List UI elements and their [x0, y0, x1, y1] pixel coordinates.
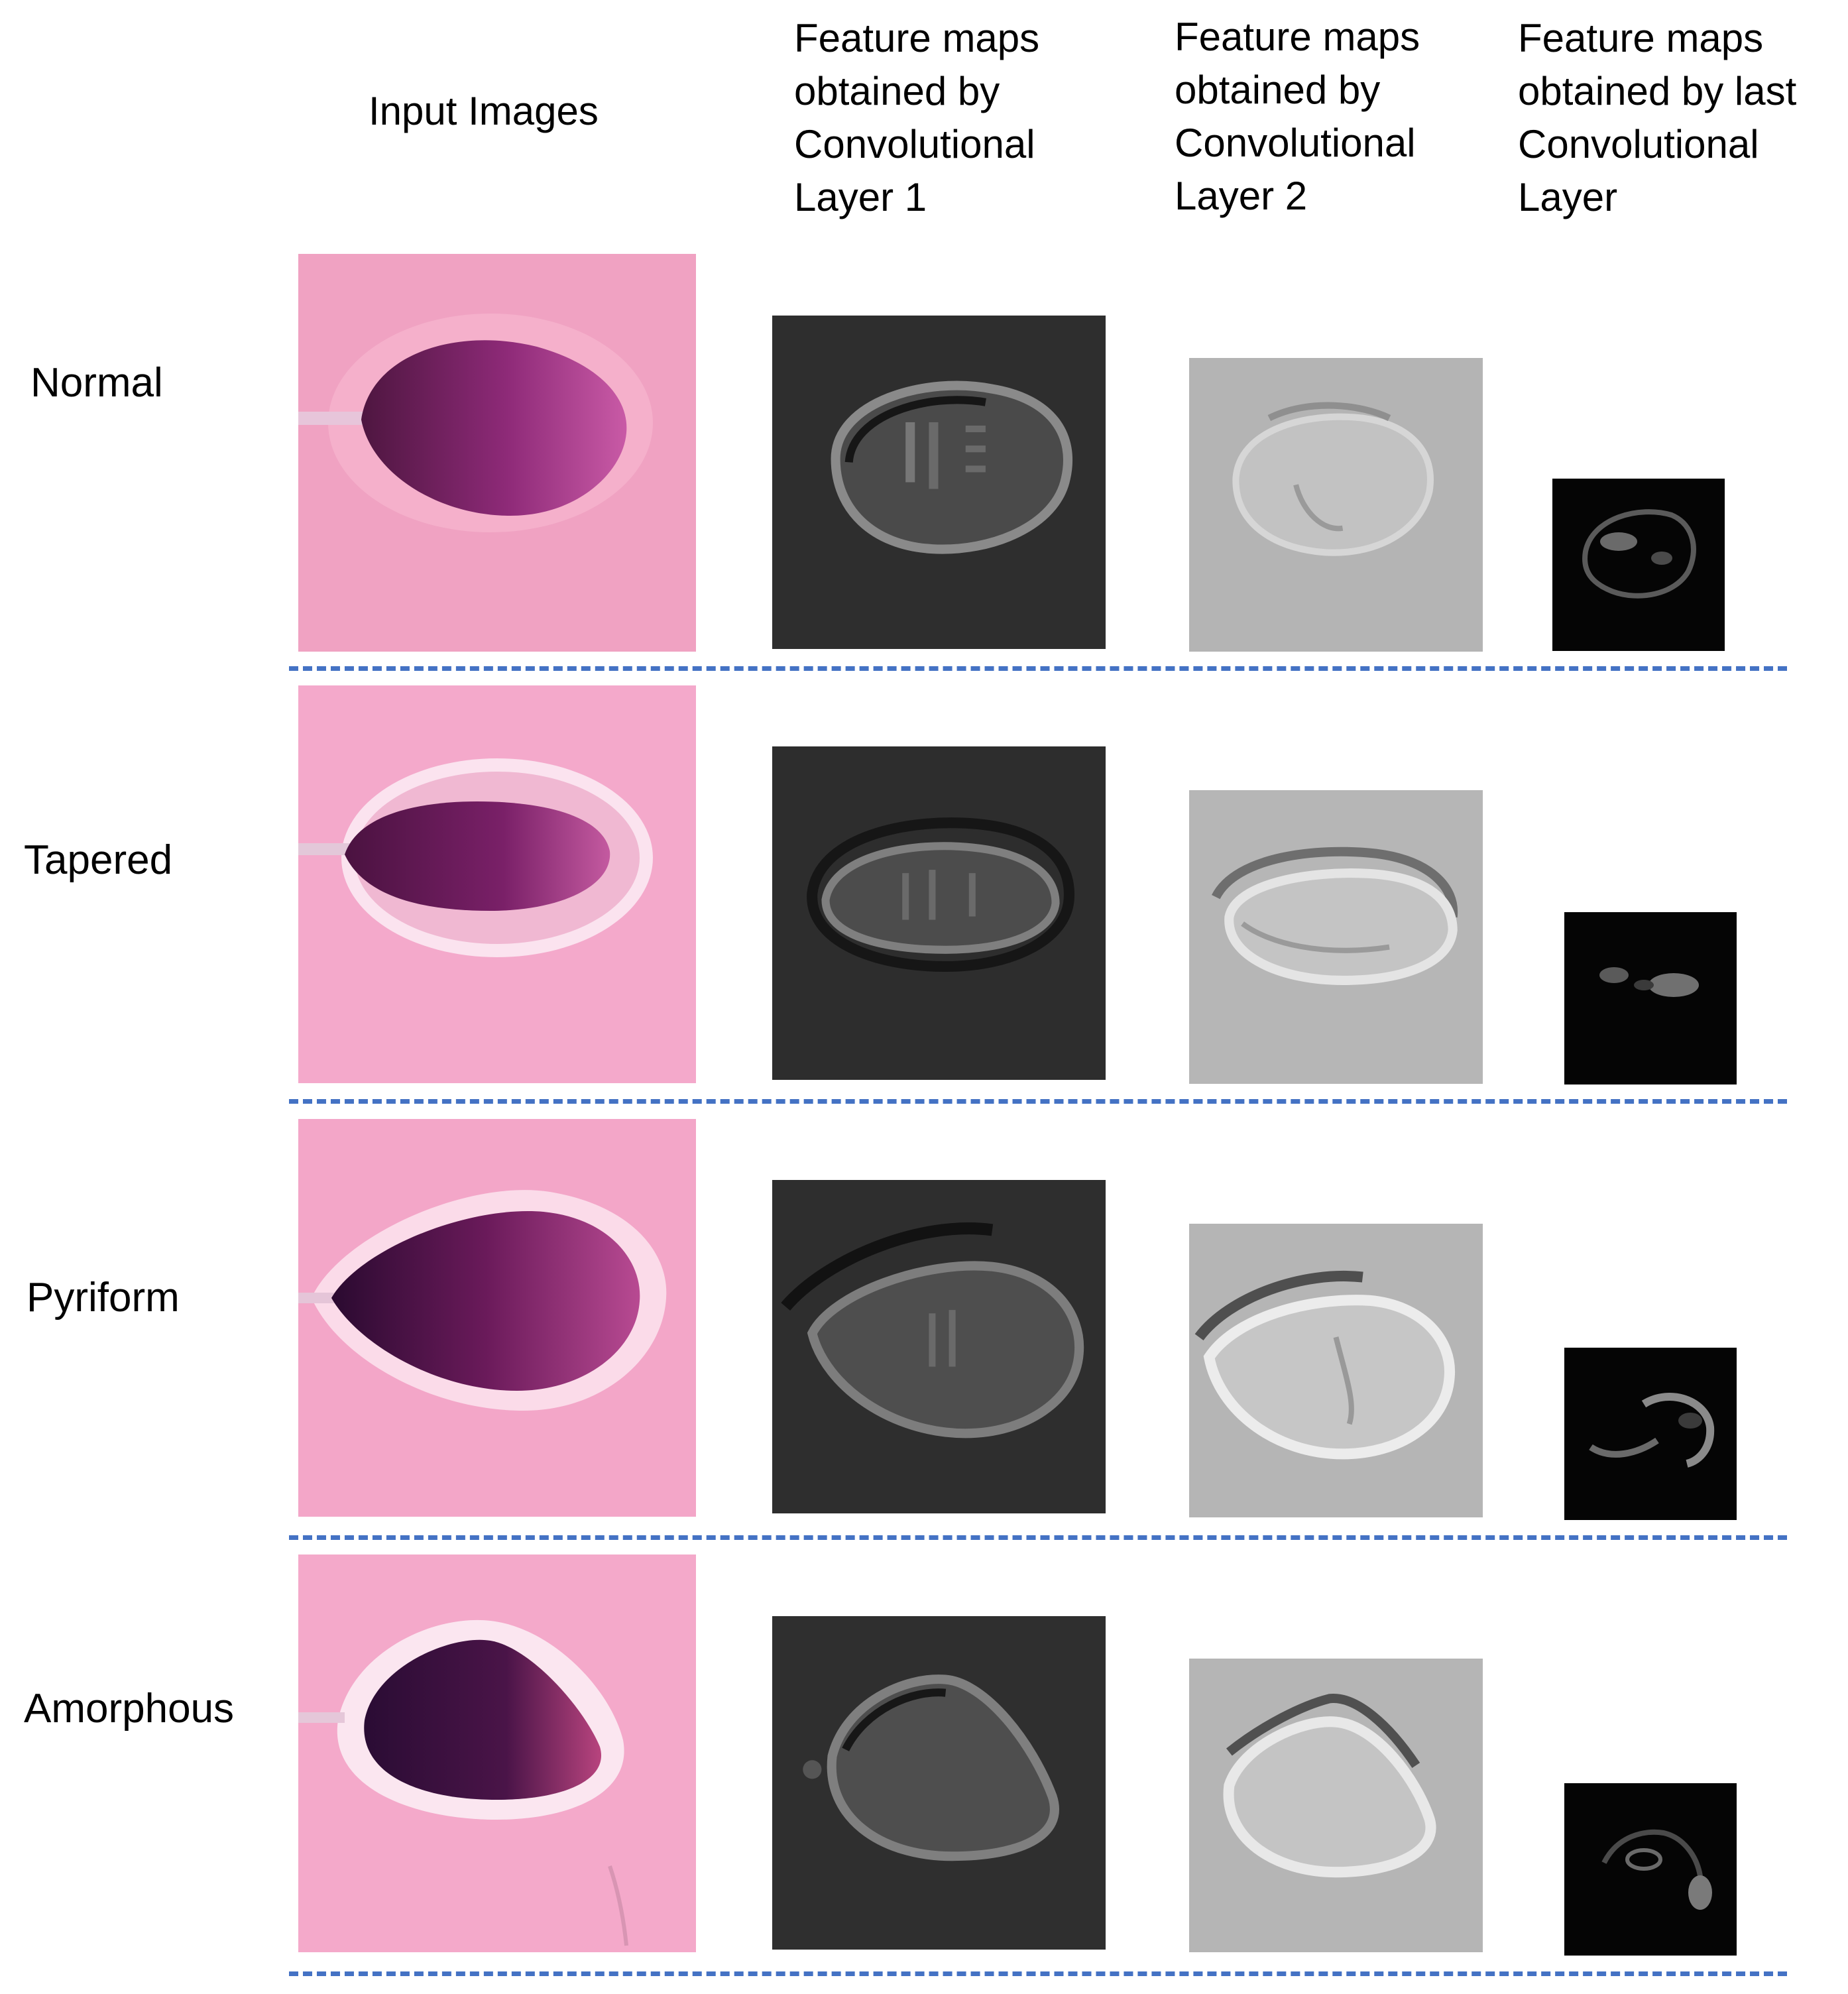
conv1-map-amorphous	[772, 1616, 1106, 1950]
row-divider-3	[289, 1535, 1787, 1540]
input-image-amorphous	[298, 1554, 696, 1952]
input-image-tapered	[298, 685, 696, 1083]
conv2-amorphous-graphic	[1189, 1659, 1483, 1952]
input-image-normal	[298, 254, 696, 652]
conv1-tapered-graphic	[772, 746, 1106, 1080]
conv1-map-normal	[772, 316, 1106, 649]
conv1-normal-graphic	[772, 316, 1106, 649]
row-label-tapered: Tapered	[24, 837, 173, 883]
row-divider-4	[289, 1971, 1787, 1976]
last-amorphous-graphic	[1564, 1783, 1737, 1956]
header-conv-layer-2: Feature maps obtained by Convolutional L…	[1175, 15, 1420, 218]
sperm-input-normal-graphic	[298, 254, 696, 652]
conv1-pyriform-graphic	[772, 1180, 1106, 1513]
last-pyriform-graphic	[1564, 1348, 1737, 1520]
last-map-tapered	[1564, 912, 1737, 1085]
conv1-map-pyriform	[772, 1180, 1106, 1513]
conv2-normal-graphic	[1189, 358, 1483, 652]
conv2-tapered-graphic	[1189, 790, 1483, 1084]
row-label-normal: Normal	[30, 360, 163, 406]
sperm-input-pyriform-graphic	[298, 1119, 696, 1517]
input-image-pyriform	[298, 1119, 696, 1517]
row-divider-2	[289, 1099, 1787, 1104]
header-last-conv-layer: Feature maps obtained by last Convolutio…	[1518, 16, 1797, 219]
sperm-input-tapered-graphic	[298, 685, 696, 1083]
row-label-amorphous: Amorphous	[24, 1686, 235, 1731]
conv2-map-tapered	[1189, 790, 1483, 1084]
last-normal-graphic	[1552, 479, 1725, 651]
conv2-pyriform-graphic	[1189, 1224, 1483, 1517]
last-map-amorphous	[1564, 1783, 1737, 1956]
conv2-map-pyriform	[1189, 1224, 1483, 1517]
header-conv-layer-1: Feature maps obtained by Convolutional L…	[794, 16, 1040, 219]
last-tapered-graphic	[1564, 912, 1737, 1085]
conv1-map-tapered	[772, 746, 1106, 1080]
last-map-pyriform	[1564, 1348, 1737, 1520]
conv2-map-normal	[1189, 358, 1483, 652]
last-map-normal	[1552, 479, 1725, 651]
row-label-pyriform: Pyriform	[27, 1275, 180, 1320]
header-input-images: Input Images	[369, 89, 599, 133]
conv1-amorphous-graphic	[772, 1616, 1106, 1950]
conv2-map-amorphous	[1189, 1659, 1483, 1952]
sperm-input-amorphous-graphic	[298, 1554, 696, 1952]
row-divider-1	[289, 666, 1787, 671]
